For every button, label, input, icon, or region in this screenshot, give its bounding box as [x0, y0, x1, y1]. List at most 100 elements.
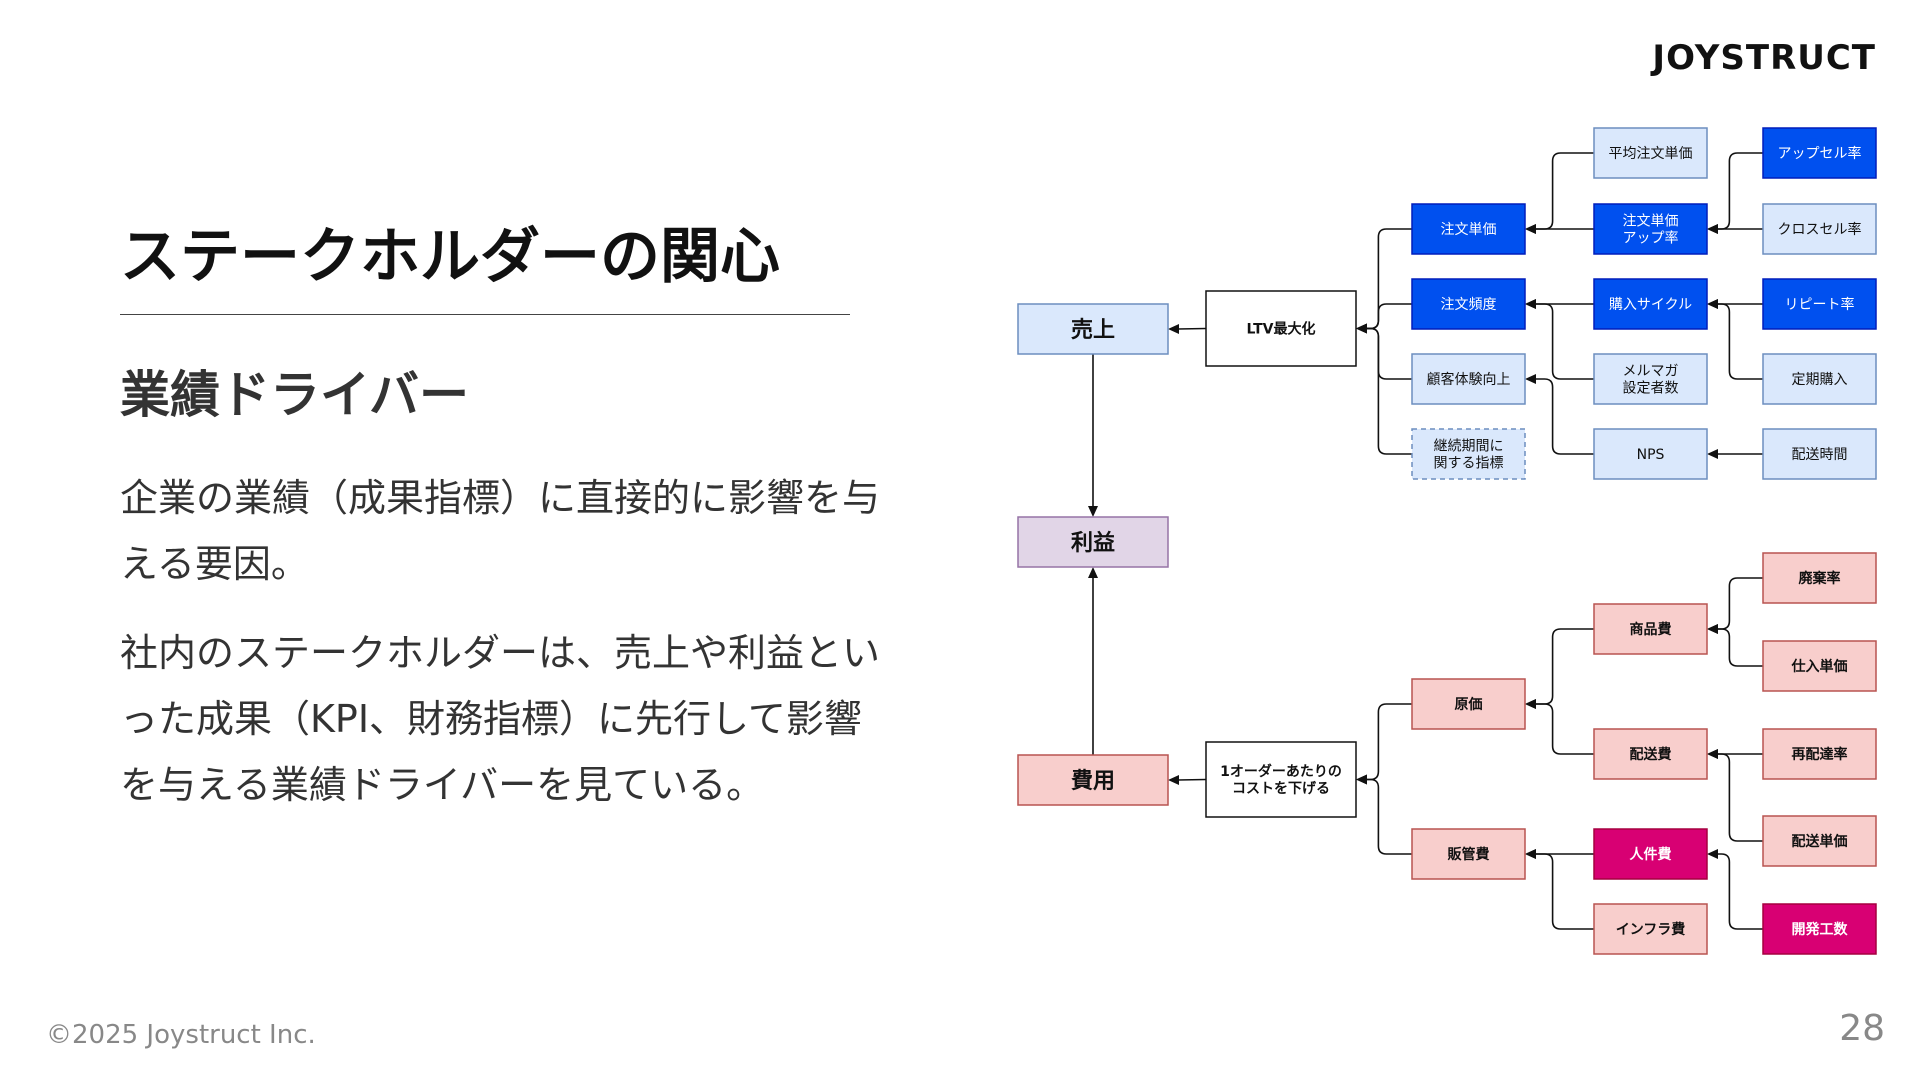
node-crosssell: クロスセル率	[1762, 203, 1877, 255]
node-purchase_price-box	[1762, 640, 1877, 692]
node-upsell: アップセル率	[1762, 127, 1877, 179]
node-order_freq-label: 注文頻度	[1441, 297, 1497, 313]
node-subscription-label: 定期購入	[1792, 372, 1848, 388]
arrowhead-price_up-to-order_price	[1525, 224, 1536, 234]
node-price_up-label: 注文単価	[1623, 214, 1679, 230]
arrowhead-cost-to-profit	[1088, 567, 1098, 578]
node-repeat: リピート率	[1762, 278, 1877, 330]
node-waste: 廃棄率	[1762, 552, 1877, 604]
node-cx: 顧客体験向上	[1411, 353, 1526, 405]
node-upsell-box	[1762, 127, 1877, 179]
edge-sga-to-cost_down	[1366, 778, 1412, 855]
node-cycle-label: 購入サイクル	[1609, 297, 1692, 313]
edge-nps-to-cx	[1535, 378, 1594, 455]
node-ship_unit-box	[1762, 815, 1877, 867]
edge-ltv-to-sales	[1177, 327, 1207, 330]
node-redelivery-label: 再配達率	[1792, 746, 1848, 763]
edge-cx-to-ltv	[1366, 327, 1412, 380]
node-delivery_time-label: 配送時間	[1792, 447, 1848, 463]
edge-waste-to-product_cost	[1717, 577, 1763, 630]
arrowhead-purchase_price-to-product_cost	[1707, 624, 1718, 634]
edge-cost_down-to-cost	[1177, 778, 1207, 781]
arrowhead-retention-to-ltv	[1356, 323, 1367, 334]
node-cost_down-box	[1205, 741, 1357, 818]
node-cost-box	[1017, 754, 1169, 806]
node-delivery_time: 配送時間	[1762, 428, 1877, 480]
node-order_freq-box	[1411, 278, 1526, 330]
node-cost-label: 費用	[1071, 769, 1115, 794]
node-cost: 費用	[1017, 754, 1169, 806]
node-crosssell-label: クロスセル率	[1778, 221, 1862, 238]
edge-avg_price-to-order_price	[1535, 152, 1594, 230]
node-shipping_cost: 配送費	[1593, 728, 1708, 780]
node-retention-label: 関する指標	[1434, 456, 1504, 472]
node-cogs-label: 原価	[1455, 696, 1483, 713]
node-avg_price: 平均注文単価	[1593, 127, 1708, 179]
title-divider	[120, 314, 850, 315]
node-ltv-label: LTV最大化	[1247, 321, 1316, 338]
node-repeat-box	[1762, 278, 1877, 330]
arrowhead-infra-to-sga	[1525, 849, 1536, 859]
page-title: ステークホルダーの関心	[120, 222, 780, 292]
node-dev_hours-box	[1762, 903, 1877, 955]
node-subscription-box	[1762, 353, 1877, 405]
node-purchase_price-label: 仕入単価	[1791, 658, 1848, 675]
node-avg_price-box	[1593, 127, 1708, 179]
edge-cogs-to-cost_down	[1366, 703, 1412, 781]
node-nps-box	[1593, 428, 1708, 480]
node-cx-box	[1411, 353, 1526, 405]
node-product_cost-label: 商品費	[1630, 621, 1672, 638]
node-infra-label: インフラ費	[1616, 921, 1686, 938]
node-sga-label: 販管費	[1448, 846, 1490, 863]
edge-purchase_price-to-product_cost	[1717, 628, 1763, 667]
node-price_up-label: アップ率	[1623, 230, 1679, 247]
arrowhead-delivery_time-to-nps	[1707, 449, 1718, 459]
edge-upsell-to-price_up	[1717, 152, 1763, 230]
arrowhead-crosssell-to-price_up	[1707, 224, 1718, 234]
edge-dev_hours-to-labor	[1717, 853, 1763, 930]
arrowhead-ship_unit-to-shipping_cost	[1707, 749, 1718, 759]
node-mailmag-box	[1593, 353, 1708, 405]
node-shipping_cost-label: 配送費	[1630, 746, 1672, 763]
node-profit: 利益	[1017, 516, 1169, 568]
edge-infra-to-sga	[1535, 853, 1594, 930]
node-waste-box	[1762, 552, 1877, 604]
node-retention-label: 継続期間に	[1434, 438, 1504, 455]
node-profit-label: 利益	[1071, 530, 1115, 556]
node-redelivery-box	[1762, 728, 1877, 780]
arrowhead-sales-to-profit	[1088, 506, 1098, 517]
node-purchase_price: 仕入単価	[1762, 640, 1877, 692]
node-infra-box	[1593, 903, 1708, 955]
node-cogs-box	[1411, 678, 1526, 730]
node-profit-box	[1017, 516, 1169, 568]
node-mailmag-label: メルマガ	[1623, 364, 1679, 380]
edge-subscription-to-cycle	[1717, 303, 1763, 380]
node-sales-box	[1017, 303, 1169, 355]
node-delivery_time-box	[1762, 428, 1877, 480]
node-sga: 販管費	[1411, 828, 1526, 880]
node-order_price: 注文単価	[1411, 203, 1526, 255]
node-order_price-box	[1411, 203, 1526, 255]
edge-mailmag-to-order_freq	[1535, 303, 1594, 380]
node-waste-label: 廃棄率	[1799, 570, 1841, 587]
node-dev_hours: 開発工数	[1762, 903, 1877, 955]
node-product_cost: 商品費	[1593, 603, 1708, 655]
arrowhead-sga-to-cost_down	[1356, 774, 1367, 785]
edge-shipping_cost-to-cogs	[1535, 703, 1594, 755]
arrowhead-nps-to-cx	[1525, 374, 1536, 384]
node-retention-box	[1411, 428, 1526, 480]
edge-ship_unit-to-shipping_cost	[1717, 753, 1763, 842]
section-subtitle: 業績ドライバー	[120, 366, 469, 424]
arrowhead-ltv-to-sales	[1168, 324, 1179, 334]
edge-retention-to-ltv	[1366, 327, 1412, 455]
node-sales: 売上	[1017, 303, 1169, 355]
node-upsell-label: アップセル率	[1778, 145, 1862, 162]
definition-paragraph: 企業の業績（成果指標）に直接的に影響を与える要因。	[120, 476, 881, 586]
edge-product_cost-to-cogs	[1535, 628, 1594, 705]
node-sga-box	[1411, 828, 1526, 880]
